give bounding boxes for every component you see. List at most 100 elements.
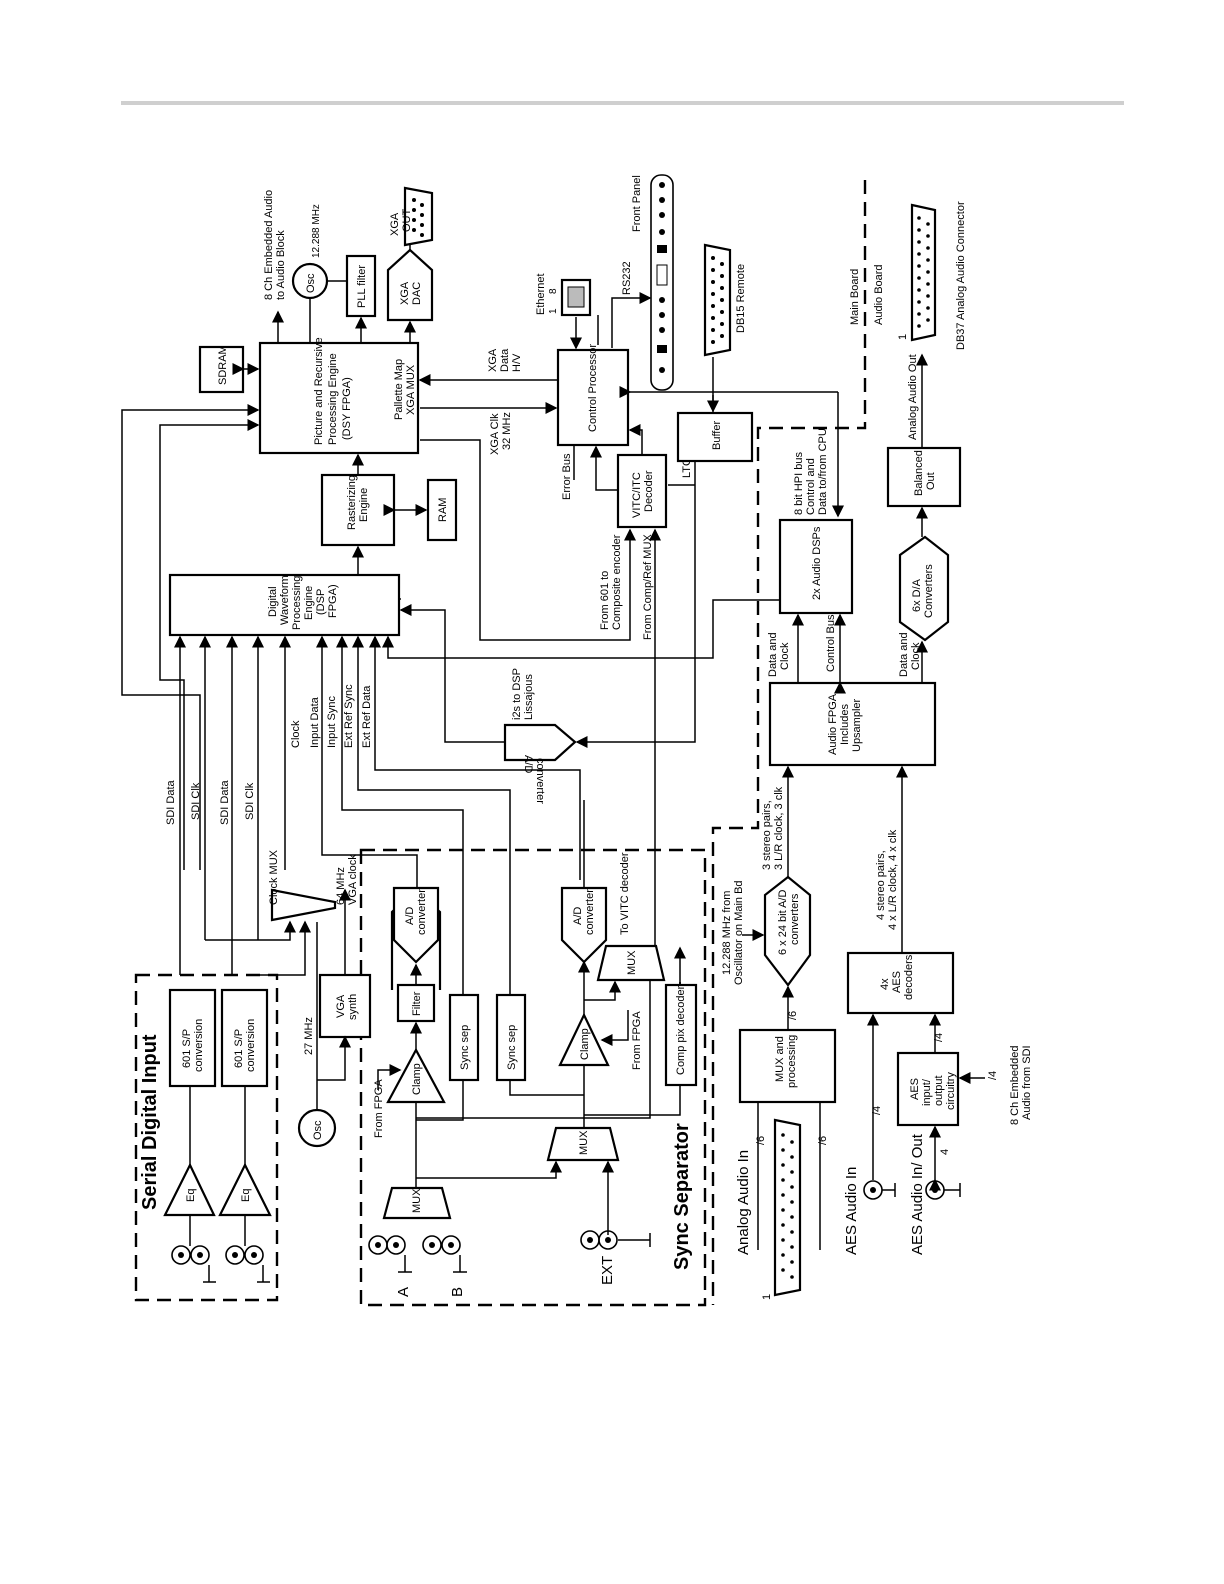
data-clock-right-2: Clock — [910, 642, 922, 670]
signal-sdi-data-1: SDI Data — [165, 779, 177, 825]
input-a-label: A — [395, 1287, 412, 1297]
audio-board-label: Audio Board — [873, 264, 885, 325]
xga-out-line1: XGA — [389, 212, 401, 236]
mux-proc-line1: MUX and — [774, 1036, 786, 1082]
xga-data-line1: XGA — [487, 348, 499, 372]
eth-pin-1: 1 — [548, 308, 559, 314]
signal-sdi-clk-1: SDI Clk — [190, 782, 202, 820]
stereo4-line1: 4 stereo pairs, — [875, 850, 887, 920]
xga-clk-line2: 32 MHz — [501, 412, 513, 450]
vitc-line1: VITC/ITC — [631, 472, 643, 518]
mux-middle-label: MUX — [578, 1130, 590, 1155]
xga-data-line2: Data — [499, 348, 511, 372]
xga-dac-line2: DAC — [411, 282, 423, 305]
aes-io-line2: input/ — [921, 1078, 933, 1106]
aes-audio-in-label: AES Audio In — [843, 1167, 860, 1255]
dwp-line4: Engine — [303, 586, 315, 620]
signal-clock: Clock — [290, 720, 302, 748]
analog-audio-out-label: Analog Audio Out — [907, 354, 919, 440]
audio-fpga-line3: Upsampler — [851, 698, 863, 752]
sdi-emb-line1: 8 Ch Embedded — [1009, 1046, 1021, 1126]
ad-conv-1-line1: A/D — [404, 907, 416, 925]
data-clock-left-2: Clock — [779, 642, 791, 670]
dwp-line1: Digital — [267, 586, 279, 617]
ad-converter-2 — [560, 886, 608, 964]
vitc-decoder-box — [616, 453, 668, 529]
pll-filter-box — [345, 254, 377, 318]
to-vitc-label: To VITC decoder — [619, 852, 631, 935]
analog-audio-in-label: Analog Audio In — [735, 1150, 752, 1255]
bus-6-c: /6 — [817, 1136, 829, 1145]
bus-4-a: /4 — [933, 1033, 945, 1042]
osc-bottom-label: Osc — [312, 1120, 324, 1140]
ad-i2s-line2: converter — [534, 758, 546, 804]
bus-6-a: /6 — [787, 1011, 799, 1020]
dwp-line5: (DSP — [315, 589, 327, 615]
i2s-dsp-line2: Lissajous — [523, 674, 535, 720]
bus-4-b: /4 — [987, 1071, 999, 1080]
audio-fpga-line1: Audio FPGA — [827, 693, 839, 755]
osc-27-label: 27 MHz — [303, 1017, 315, 1055]
embedded-audio-line1: 8 Ch Embedded Audio — [263, 190, 275, 300]
ad-audio-line1: 6 x 24 bit A/D — [777, 890, 789, 955]
osc-top-label: Osc — [305, 273, 317, 293]
buffer-label: Buffer — [711, 421, 723, 450]
db37-pin-1: 1 — [897, 334, 909, 340]
data-clock-left-1: Data and — [767, 632, 779, 677]
s-p-1-line2: conversion — [193, 1019, 205, 1072]
db37-label: DB37 Analog Audio Connector — [955, 201, 967, 350]
rasterizing-box — [320, 473, 396, 547]
vga-clock-line1: 64 MHz — [335, 867, 347, 905]
rasterizing-line1: Rasterizing — [346, 475, 358, 530]
palette-map-line2: XGA MUX — [405, 364, 417, 415]
filter-box — [396, 983, 436, 1023]
data-clock-right-1: Data and — [898, 632, 910, 677]
serial-digital-input-title: Serial Digital Input — [139, 1034, 161, 1210]
header-rule — [121, 101, 1124, 105]
bus-four: 4 — [939, 1149, 951, 1155]
signal-bus — [174, 635, 581, 995]
i2s-dsp-line1: i2s to DSP — [511, 668, 523, 720]
sync-bnc-connectors — [368, 1230, 651, 1273]
control-bus-label: Control Bus — [825, 614, 837, 672]
ad-conv-2-line2: converter — [584, 889, 596, 935]
signal-input-sync: Input Sync — [326, 696, 338, 748]
bus-4-c: /4 — [871, 1106, 883, 1115]
eth-pin-8: 8 — [548, 288, 559, 294]
analog-in-pin-1: 1 — [761, 1294, 773, 1300]
ad-conv-1-line2: converter — [416, 889, 428, 935]
mux-left — [382, 1186, 452, 1220]
s-p-conversion-2 — [220, 988, 269, 1088]
eq-1-label: Eq — [185, 1189, 197, 1202]
ram-box — [426, 478, 458, 542]
signal-sdi-data-2: SDI Data — [219, 779, 231, 825]
aes-io-line4: circuitry — [945, 1072, 957, 1110]
hpi-line2: Control and — [805, 458, 817, 515]
signal-input-data: Input Data — [309, 696, 321, 748]
mux-right-label: MUX — [626, 950, 638, 975]
da-conv-line1: 6x D/A — [911, 578, 923, 612]
aes-io-line3: output — [933, 1075, 945, 1106]
comp-pix-label: Comp pix decoder — [675, 985, 687, 1075]
ltc-label: LTC — [681, 458, 693, 478]
picture-engine-box — [258, 341, 420, 455]
from-comp-ref-label: From Comp/Ref MUX — [642, 534, 654, 640]
front-panel-label: Front Panel — [631, 175, 643, 232]
clamp-2-label: Clamp — [579, 1028, 591, 1060]
from-601-line1: From 601 to — [599, 571, 611, 630]
s-p-2-line2: conversion — [245, 1019, 257, 1072]
db15-label: DB15 Remote — [735, 264, 747, 333]
xga-dac-line1: XGA — [399, 281, 411, 305]
sdi-emb-line2: Audio from SDI — [1021, 1045, 1033, 1120]
sync-sep-2-label: Sync sep — [506, 1025, 518, 1070]
audio-dsps-box — [778, 518, 854, 615]
filter-label: Filter — [411, 991, 423, 1016]
signal-ext-ref-sync: Ext Ref Sync — [343, 684, 355, 748]
clock-mux — [270, 888, 337, 922]
front-panel[interactable] — [650, 174, 674, 391]
pll-filter-label: PLL filter — [356, 265, 368, 308]
rasterizing-line2: Engine — [358, 488, 370, 522]
control-processor-label: Control Processor — [587, 344, 599, 432]
from-fpga-2: From FPGA — [631, 1011, 643, 1070]
ram-label: RAM — [437, 498, 449, 522]
